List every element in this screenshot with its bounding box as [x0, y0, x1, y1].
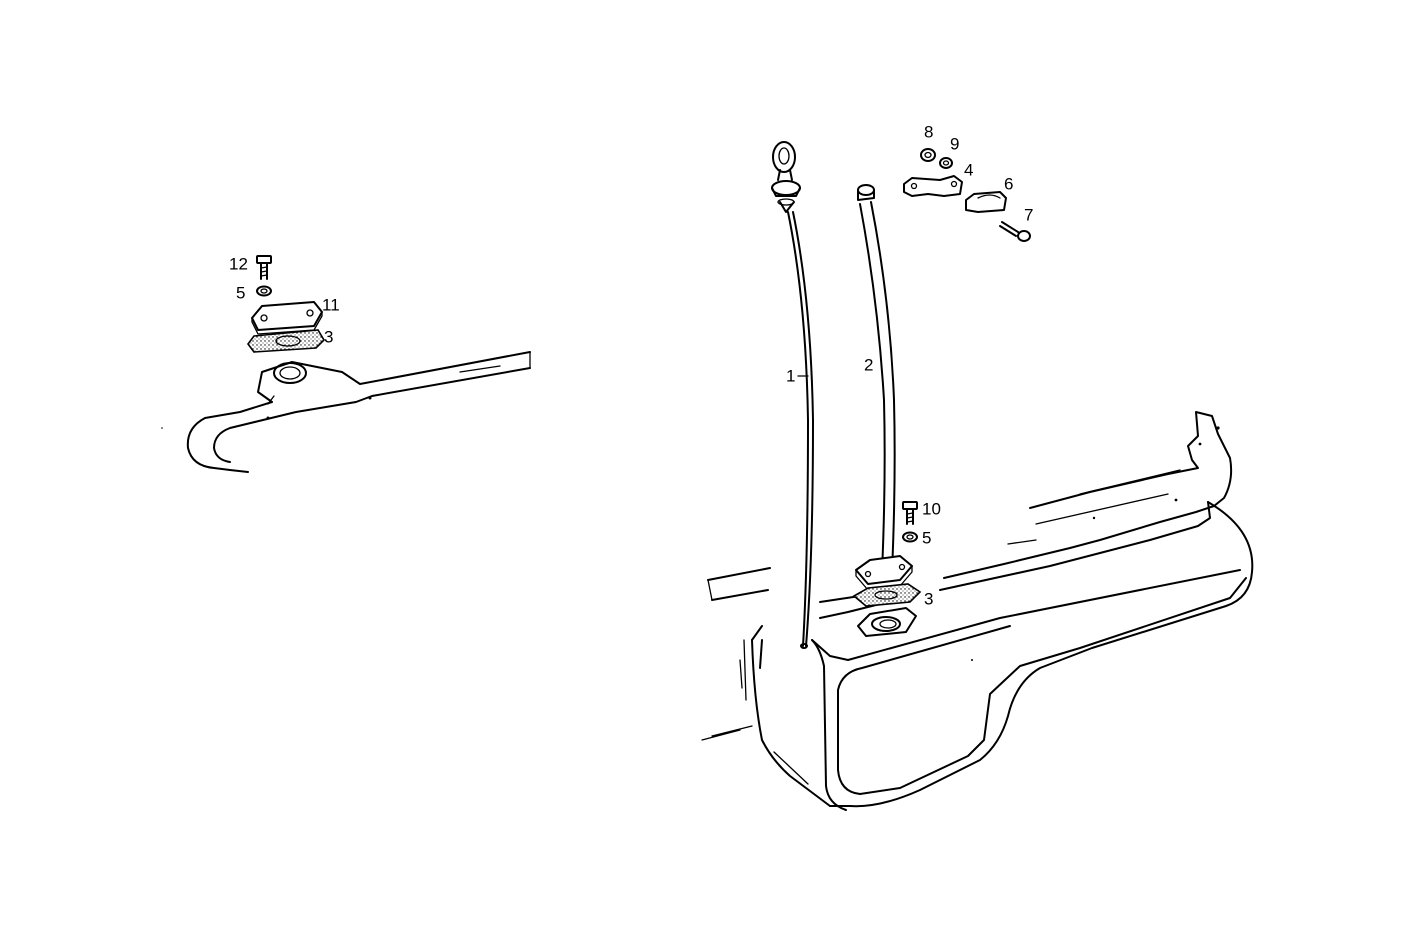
- dipstick-guide-tube: [857, 184, 896, 573]
- oil-sump-body: [701, 411, 1254, 811]
- callout-3-left: 3: [324, 327, 333, 346]
- callout-5-left: 5: [236, 283, 245, 302]
- right-washer: [902, 531, 918, 543]
- callout-6: 6: [1004, 174, 1013, 193]
- clamp-parts: [903, 148, 1031, 242]
- callout-2: 2: [864, 355, 873, 374]
- blanking-plate: [251, 301, 323, 335]
- callout-1: 1: [786, 366, 795, 385]
- callout-labels: 1 2 3 3 4 5 5 6 7 8 9 10 11 12: [229, 122, 1033, 608]
- left-bolt: [256, 255, 272, 280]
- left-sump-section: [161, 351, 531, 473]
- right-bolt: [902, 501, 918, 525]
- callout-3-right: 3: [924, 589, 933, 608]
- left-gasket: [247, 329, 326, 353]
- callout-4: 4: [964, 160, 973, 179]
- callout-9: 9: [950, 134, 959, 153]
- callout-5-right: 5: [922, 528, 931, 547]
- sump-boss: [857, 607, 917, 637]
- callout-12: 12: [229, 254, 248, 273]
- dipstick: [771, 141, 814, 649]
- callout-10: 10: [922, 499, 941, 518]
- callout-8: 8: [924, 122, 933, 141]
- left-washer: [256, 285, 272, 297]
- right-gasket: [852, 583, 922, 607]
- callout-7: 7: [1024, 205, 1033, 224]
- callout-11: 11: [322, 295, 340, 314]
